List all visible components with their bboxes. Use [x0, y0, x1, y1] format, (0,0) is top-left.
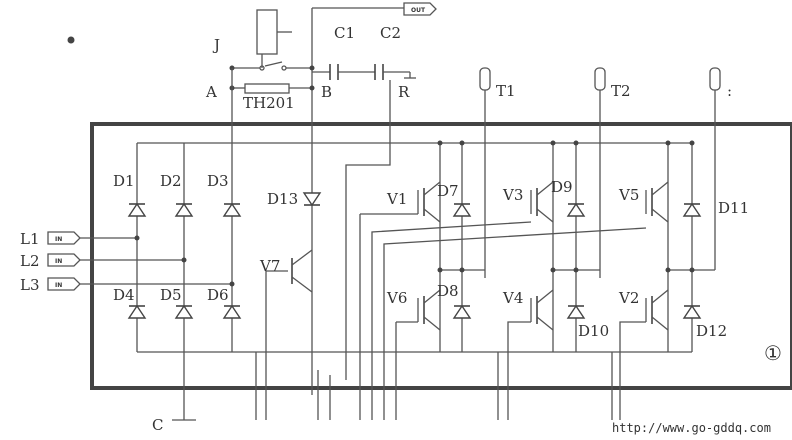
inverter-leg-2 [550, 140, 600, 352]
label-l1: L1 [20, 230, 40, 248]
label-d12: D12 [696, 322, 727, 340]
relay-j [256, 9, 292, 68]
label-l3: L3 [20, 276, 40, 294]
input-l3: IN [47, 277, 235, 291]
label-d1: D1 [113, 172, 135, 190]
input-l1: IN [47, 231, 140, 245]
label-c2: C2 [380, 24, 401, 42]
resistor-th201 [244, 83, 290, 94]
transistor-v5 [383, 181, 669, 420]
watermark-url: http://www.go-gddq.com [612, 421, 771, 435]
label-d2: D2 [160, 172, 182, 190]
label-a: A [205, 83, 217, 101]
diode-d9 [566, 202, 586, 217]
module-marker: ① [764, 341, 782, 365]
label-d8: D8 [437, 282, 459, 300]
svg-text:IN: IN [55, 258, 62, 265]
label-d7: D7 [437, 182, 459, 200]
diode-d1 [127, 202, 147, 217]
inverter-leg-3 [665, 140, 715, 352]
diode-d12 [682, 304, 702, 319]
label-v7: V7 [259, 257, 280, 275]
label-j: J [212, 36, 220, 54]
diode-d13 [302, 192, 322, 207]
label-b: B [321, 83, 332, 101]
label-v5: V5 [618, 186, 639, 204]
diode-d5 [174, 304, 194, 319]
diode-d3 [222, 202, 242, 217]
terminal-t1 [479, 67, 491, 278]
label-v2: V2 [618, 289, 639, 307]
module-outline [90, 122, 792, 390]
label-t3: : [727, 82, 732, 100]
diode-d8 [452, 304, 472, 319]
label-v6: V6 [386, 289, 407, 307]
label-l2: L2 [20, 252, 40, 270]
label-v3: V3 [502, 186, 523, 204]
transistor-v1 [359, 181, 441, 420]
label-v1: V1 [386, 190, 407, 208]
label-d13: D13 [267, 190, 298, 208]
stray-dot [67, 36, 75, 44]
diode-d4 [127, 304, 147, 319]
transistor-v7 [265, 249, 313, 420]
label-v4: V4 [502, 289, 523, 307]
transistor-v3 [371, 181, 554, 420]
input-l2: IN [47, 253, 187, 267]
transistor-v2 [619, 289, 669, 420]
label-c: C [152, 416, 163, 434]
svg-text:IN: IN [55, 282, 62, 289]
diode-d7 [452, 202, 472, 217]
diode-d6 [222, 304, 242, 319]
terminal-t3 [709, 67, 721, 270]
label-d3: D3 [207, 172, 229, 190]
transistor-v4 [507, 289, 554, 420]
label-d6: D6 [207, 286, 229, 304]
diode-d2 [174, 202, 194, 217]
label-th201: TH201 [243, 94, 295, 112]
label-d9: D9 [551, 178, 573, 196]
label-d10: D10 [578, 322, 609, 340]
label-d4: D4 [113, 286, 135, 304]
label-t2: T2 [611, 82, 631, 100]
label-t1: T1 [496, 82, 516, 100]
inverter-leg-1 [437, 140, 485, 352]
label-d5: D5 [160, 286, 182, 304]
diode-d11 [682, 202, 702, 217]
label-r: R [398, 83, 410, 101]
svg-text:IN: IN [55, 236, 62, 243]
label-d11: D11 [718, 199, 749, 217]
transistor-v6 [395, 289, 441, 420]
label-c1: C1 [334, 24, 355, 42]
terminal-t2 [594, 67, 606, 278]
diode-d10 [566, 304, 586, 319]
out-connector-label: OUT [411, 7, 426, 14]
